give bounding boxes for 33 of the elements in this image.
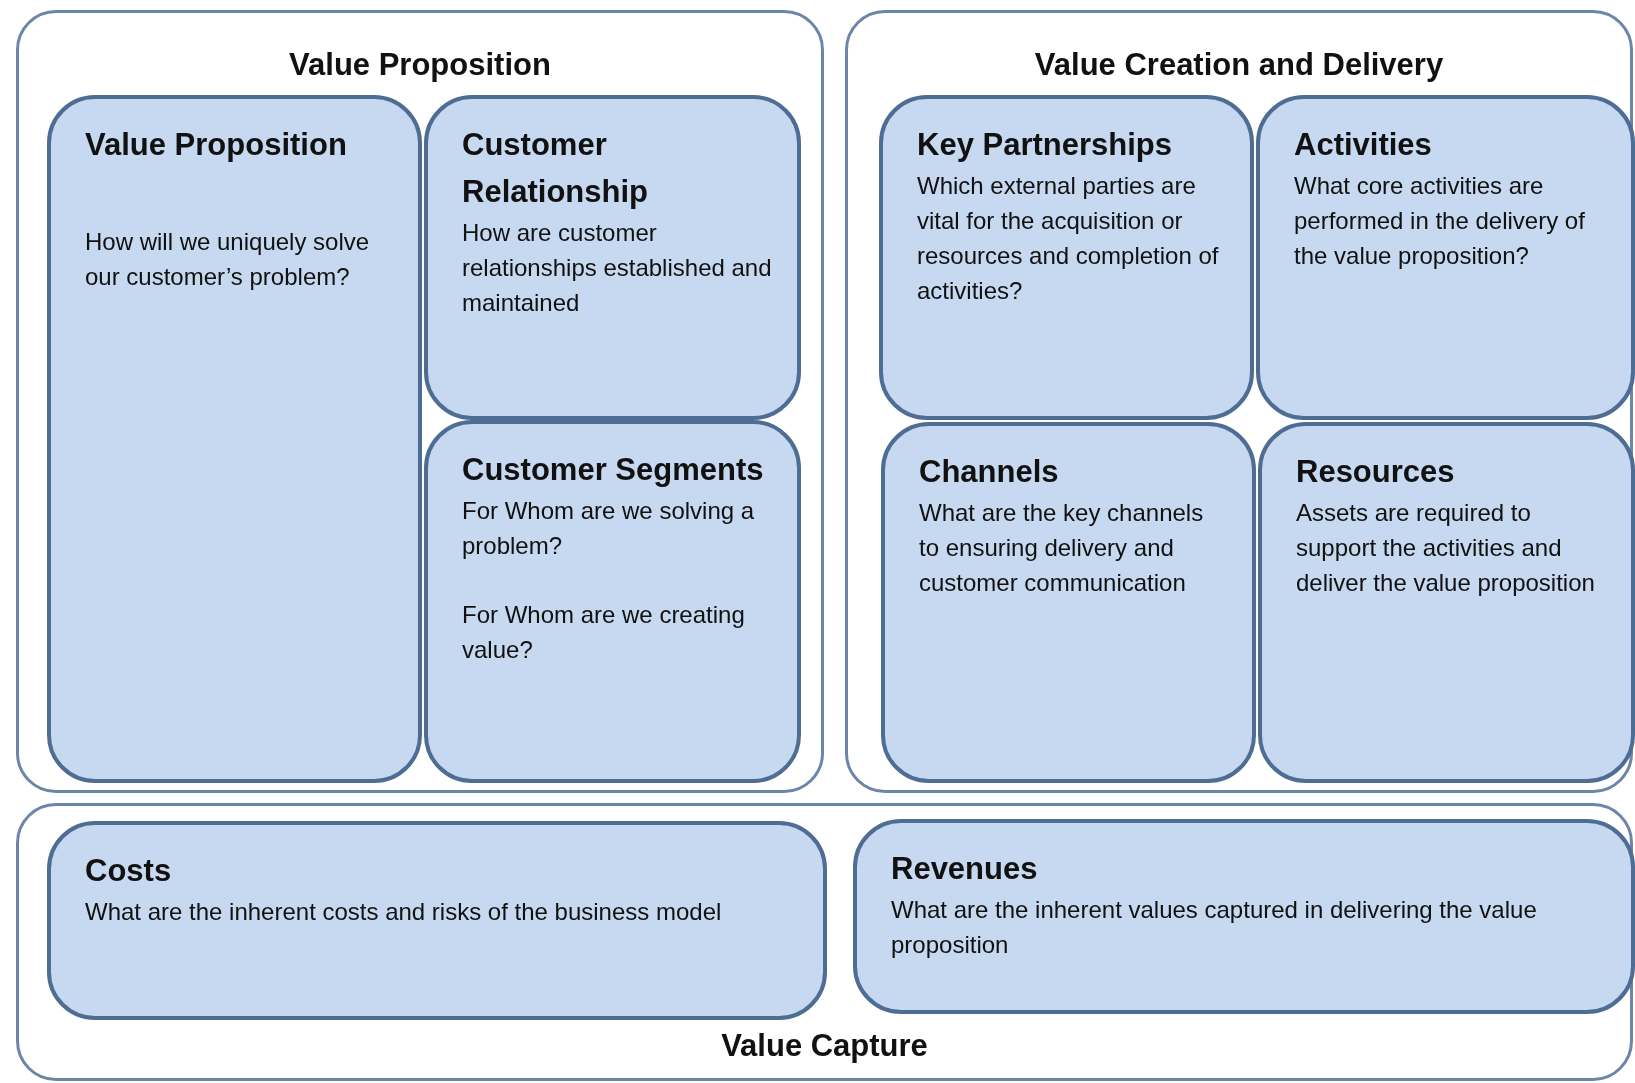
card-heading: Customer Relationship xyxy=(462,126,649,211)
card-question: For Whom are we creating value? xyxy=(462,600,746,665)
canvas-card xyxy=(424,95,801,420)
card-heading: Key Partnerships xyxy=(917,126,1173,164)
canvas-card xyxy=(881,422,1256,783)
canvas-card xyxy=(1258,422,1635,783)
card-heading: Revenues xyxy=(891,850,1039,888)
card-question: How are customer relationships established and maintained xyxy=(462,218,773,318)
panel-title: Value Creation and Delivery xyxy=(1034,47,1444,83)
card-heading: Costs xyxy=(85,852,173,890)
card-question: What are the inherent costs and risks of the business model xyxy=(85,897,723,927)
canvas-card xyxy=(853,819,1635,1014)
card-question: How will we uniquely solve our customer’s problem? xyxy=(85,227,371,292)
panel-title: Value Proposition xyxy=(289,47,551,83)
canvas-card xyxy=(47,821,827,1020)
canvas-card xyxy=(1256,95,1635,420)
canvas-card xyxy=(879,95,1254,420)
canvas-card xyxy=(47,95,422,783)
card-heading: Value Proposition xyxy=(85,126,348,164)
card-heading: Resources xyxy=(1296,453,1456,491)
group-panel xyxy=(16,10,824,793)
card-question: What are the key channels to ensuring delivery and customer communication xyxy=(919,498,1205,598)
card-question: What core activities are performed in the delivery of the value proposition? xyxy=(1294,171,1586,271)
card-question: Assets are required to support the activities and deliver the value proposition xyxy=(1296,498,1596,598)
card-heading: Channels xyxy=(919,453,1060,491)
card-heading: Customer Segments xyxy=(462,451,765,489)
panel-title: Value Capture xyxy=(721,1028,928,1064)
card-question: Which external parties are vital for the acquisition or resources and completion of activities? xyxy=(917,171,1220,306)
group-panel xyxy=(16,803,1633,1081)
canvas-card xyxy=(424,420,801,783)
card-question: For Whom are we solving a problem? xyxy=(462,496,756,561)
card-heading: Activities xyxy=(1294,126,1433,164)
card-question: What are the inherent values captured in delivering the value proposition xyxy=(891,895,1538,960)
